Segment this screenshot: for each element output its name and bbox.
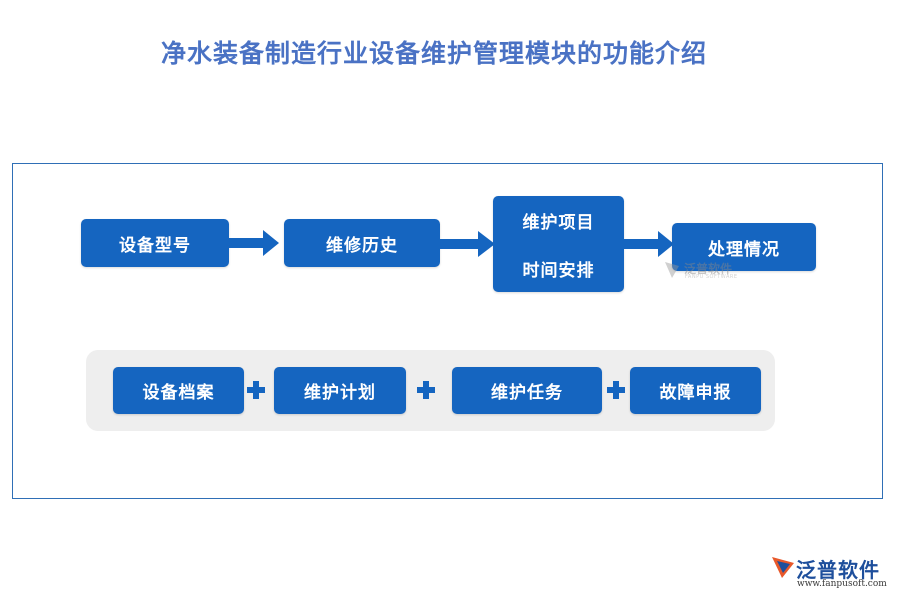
module-box-label: 设备档案 <box>142 383 215 403</box>
module-box-maintenance-plan: 维护计划 <box>274 367 406 414</box>
flow-box-device-model: 设备型号 <box>81 219 229 267</box>
watermark-subtext: FANPU SOFTWARE <box>685 274 738 280</box>
flow-box-repair-history: 维修历史 <box>284 219 440 267</box>
watermark-icon <box>665 262 679 278</box>
flow-box-label: 设备型号 <box>119 235 191 256</box>
module-box-equipment-archive: 设备档案 <box>113 367 244 414</box>
brand-name: 泛普软件 <box>796 558 880 582</box>
module-box-label: 维护任务 <box>491 383 563 403</box>
brand-logo: 泛普软件 www.fanpusoft.com <box>770 552 894 592</box>
module-box-label: 故障申报 <box>659 383 732 403</box>
flow-box-handling-status: 处理情况 <box>672 223 816 271</box>
flow-box-label-bottom: 时间安排 <box>522 260 595 281</box>
plus-icon <box>247 381 265 399</box>
module-box-label: 维护计划 <box>304 383 376 403</box>
brand-logo-icon <box>772 557 794 578</box>
watermark-text: 泛普软件 <box>684 262 733 276</box>
watermark-logo: 泛普软件 FANPU SOFTWARE <box>662 258 752 284</box>
arrow-right-icon <box>440 231 495 257</box>
flow-box-label: 处理情况 <box>708 239 780 260</box>
flow-box-maintenance-schedule: 维护项目 时间安排 <box>493 196 624 292</box>
arrow-right-icon <box>624 231 674 257</box>
plus-icon <box>417 381 435 399</box>
plus-icon <box>607 381 625 399</box>
flow-box-label: 维修历史 <box>326 235 398 256</box>
module-box-maintenance-task: 维护任务 <box>452 367 602 414</box>
module-box-fault-report: 故障申报 <box>630 367 761 414</box>
brand-url: www.fanpusoft.com <box>797 579 887 589</box>
arrow-right-icon <box>229 230 279 256</box>
flow-box-label-top: 维护项目 <box>522 212 595 233</box>
page-title: 净水装备制造行业设备维护管理模块的功能介绍 <box>160 39 707 68</box>
diagram-frame <box>12 163 883 499</box>
